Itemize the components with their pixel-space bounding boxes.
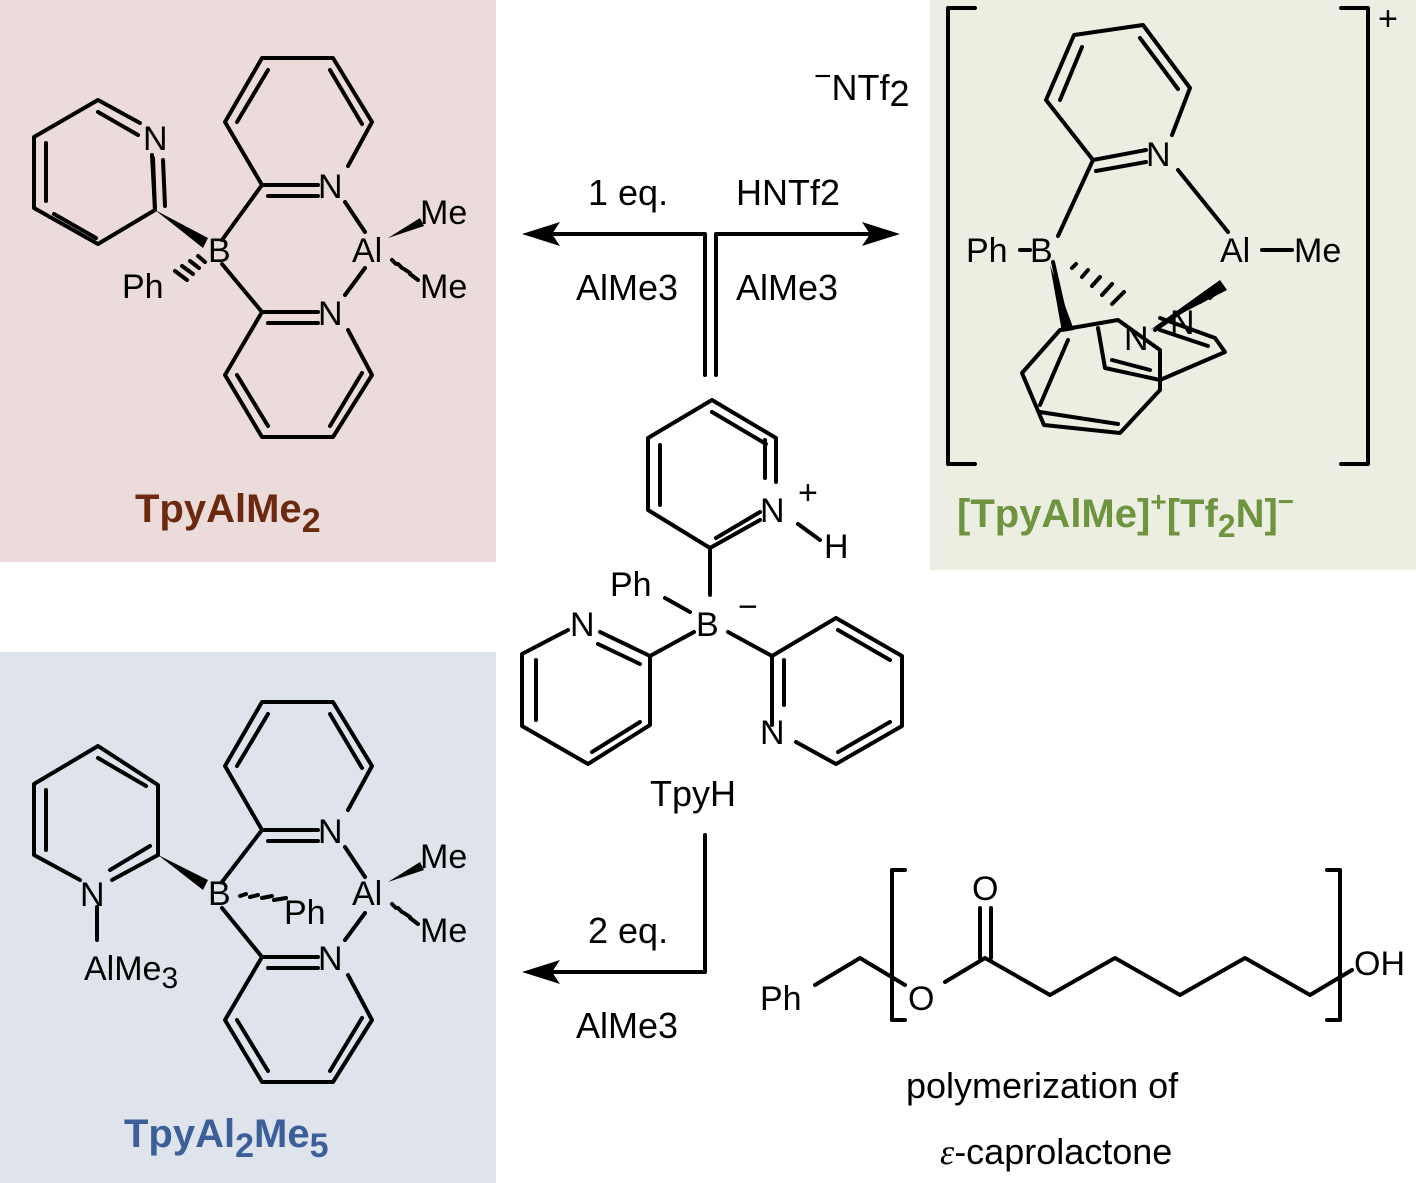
atom-ph: Ph	[966, 232, 1008, 270]
charge-plus: +	[798, 474, 818, 512]
tpyalme2-panel	[0, 0, 496, 562]
atom-b: B	[696, 606, 719, 644]
charge-minus: −	[738, 588, 758, 626]
atom-me: Me	[420, 838, 467, 876]
caption-text: TpyAl	[124, 1112, 235, 1156]
atom-n: N	[1170, 304, 1195, 342]
reagent-down-bottom: AlMe3	[576, 1005, 678, 1046]
polymer-caption-line2: ε-caprolactone	[940, 1131, 1172, 1172]
caption-text: N]	[1236, 492, 1278, 536]
alme3-sub: 3	[161, 962, 178, 995]
caption-text: Me	[254, 1112, 310, 1156]
atom-n: N	[570, 606, 595, 644]
atom-b: B	[208, 232, 231, 270]
atom-ph: Ph	[122, 268, 164, 306]
caption-text: [TpyAlMe]	[957, 492, 1150, 536]
tpyalme2-structure: N N N B Al Me Me Ph	[32, 56, 467, 439]
counterion-label: −NTf2	[814, 60, 910, 114]
atom-me: Me	[420, 194, 467, 232]
reagent-right-bottom: AlMe3	[736, 267, 838, 308]
atom-oh: OH	[1354, 945, 1405, 983]
atom-n: N	[1124, 320, 1149, 358]
reagent-left-bottom: AlMe3	[576, 267, 678, 308]
reaction-arrows-top	[522, 222, 900, 377]
tpyh-structure: N + H Ph B − N N	[520, 398, 904, 766]
tpyalme-cation-structure: N Ph B Al Me N N +	[946, 0, 1398, 466]
atom-h: H	[824, 528, 849, 566]
alme3-text: AlMe	[84, 950, 161, 988]
atom-n: N	[143, 120, 168, 158]
almE3-label: AlMe3	[84, 950, 178, 995]
bracket-charge: +	[1378, 0, 1398, 38]
caption-text: [Tf	[1167, 492, 1219, 536]
reagent-left-top: 1 eq.	[588, 172, 668, 213]
tpyal2me5-caption: TpyAl2Me5	[124, 1112, 329, 1165]
reagent-right-top: HNTf2	[736, 172, 840, 213]
caption-sub: 2	[1218, 508, 1236, 544]
atom-me: Me	[1294, 232, 1341, 270]
tpyalme-cation-caption: [TpyAlMe]+[Tf2N]−	[957, 486, 1294, 544]
atom-o: O	[908, 980, 934, 1018]
caption-sup: −	[1278, 486, 1294, 517]
atom-al: Al	[352, 232, 382, 270]
reagent-down-top: 2 eq.	[588, 910, 668, 951]
atom-ph: Ph	[610, 566, 652, 604]
atom-n: N	[1146, 136, 1171, 174]
epsilon-symbol: ε	[940, 1132, 955, 1172]
atom-n: N	[318, 813, 343, 851]
caption-subscript: 2	[302, 502, 321, 540]
atom-n: N	[318, 168, 343, 206]
reaction-arrow-bottom	[522, 833, 707, 984]
tpyal2me5-structure: N AlMe3 B Ph N N Al Me Me	[32, 700, 467, 1084]
atom-o: O	[972, 870, 998, 908]
caption-sub: 2	[235, 1127, 254, 1165]
atom-n: N	[318, 940, 343, 978]
counterion-sub: 2	[890, 73, 910, 114]
tpyalme2-caption: TpyAlMe2	[135, 487, 321, 540]
atom-n: N	[318, 295, 343, 333]
atom-b: B	[208, 875, 231, 913]
caption-text: TpyAlMe	[135, 487, 302, 531]
polymer-caption-rest: -caprolactone	[954, 1131, 1172, 1172]
counterion-minus: −	[814, 60, 832, 93]
caption-sub: 5	[310, 1127, 329, 1165]
polycaprolactone-structure: Ph O O OH	[760, 868, 1405, 1022]
atom-n: N	[760, 492, 785, 530]
counterion-text: NTf	[832, 67, 891, 108]
atom-n: N	[760, 714, 785, 752]
atom-ph: Ph	[284, 894, 326, 932]
tpyalme-cation-panel	[930, 0, 1416, 570]
atom-b: B	[1030, 232, 1053, 270]
atom-ph: Ph	[760, 980, 802, 1018]
polymer-caption-line1: polymerization of	[906, 1065, 1179, 1106]
atom-n: N	[80, 876, 105, 914]
tpyh-caption: TpyH	[650, 773, 736, 814]
atom-me: Me	[420, 912, 467, 950]
caption-sup: +	[1150, 486, 1166, 517]
atom-al: Al	[352, 875, 382, 913]
atom-al: Al	[1220, 232, 1250, 270]
atom-me: Me	[420, 268, 467, 306]
tpyal2me5-panel	[0, 652, 496, 1183]
